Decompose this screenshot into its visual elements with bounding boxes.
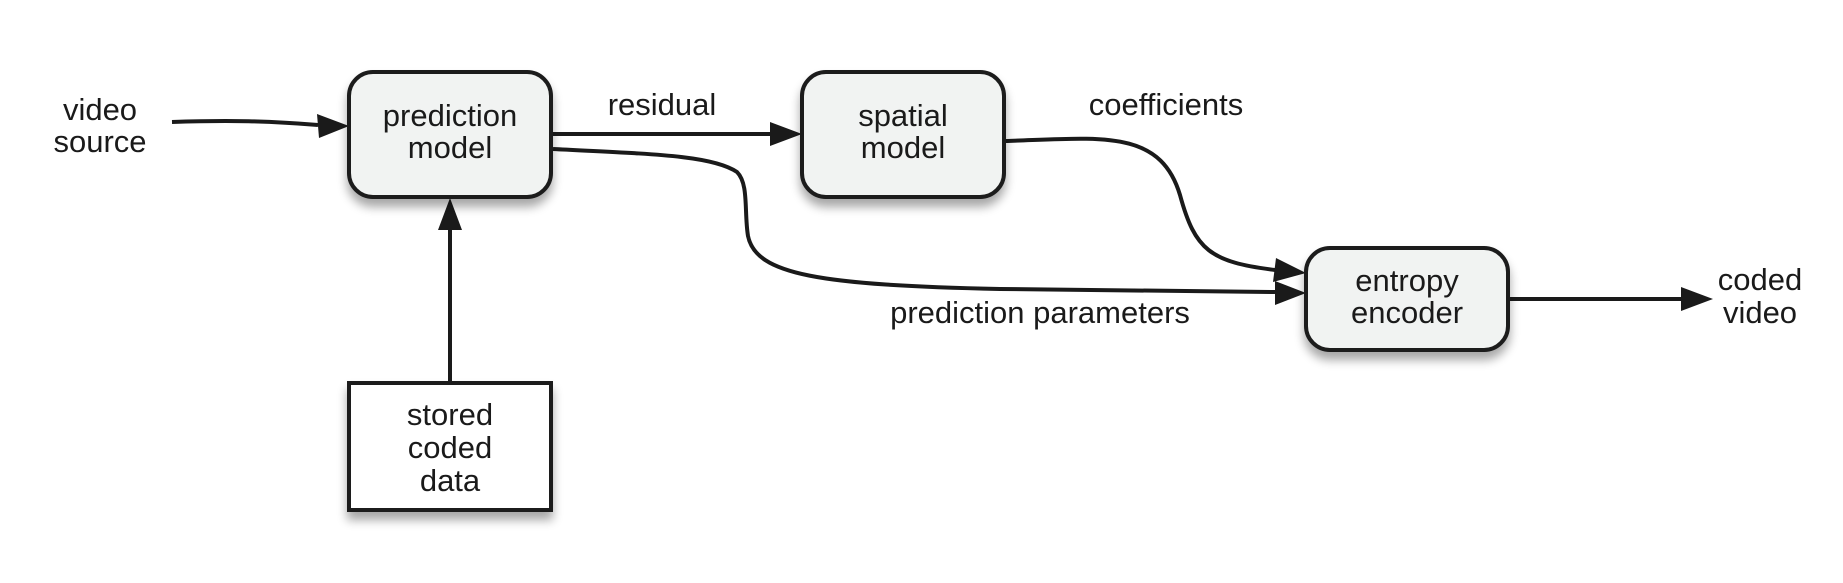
entropy-encoder-label-line2: encoder	[1351, 295, 1463, 330]
entropy-encoder-label-line1: entropy	[1355, 263, 1459, 298]
entropy-encoder-box	[1304, 246, 1510, 352]
arrowhead-coded-video-output	[1681, 287, 1713, 311]
spatial-model-label-line1: spatial	[858, 98, 948, 133]
edge-coefficients	[1004, 136, 1276, 272]
video-source-label-line2: source	[53, 124, 146, 159]
terminal-coded-video: coded video	[1718, 262, 1802, 330]
prediction-model-label-line1: prediction	[383, 98, 517, 133]
prediction-model-box	[347, 70, 553, 199]
stored-coded-data-box	[347, 381, 553, 512]
arrowhead-spatial-model-input	[770, 122, 802, 146]
arrowhead-entropy-encoder-input-top	[1273, 258, 1306, 282]
coded-video-label-line2: video	[1723, 295, 1797, 330]
spatial-model-label-line2: model	[861, 130, 945, 165]
edge-prediction-parameters	[552, 147, 1276, 294]
node-spatial-model: spatial model	[800, 70, 1006, 199]
node-prediction-model: prediction model	[347, 70, 553, 199]
edge-label-residual: residual	[608, 87, 717, 122]
prediction-model-label-line2: model	[408, 130, 492, 165]
node-stored-coded-data: stored coded data	[347, 381, 553, 512]
stored-coded-data-label-line3: data	[420, 463, 481, 498]
edge-video-source-to-prediction-model	[171, 119, 319, 127]
stored-coded-data-label-line1: stored	[407, 397, 493, 432]
edge-label-prediction-parameters: prediction parameters	[890, 295, 1190, 330]
stored-coded-data-label-line2: coded	[408, 430, 492, 465]
coded-video-label-line1: coded	[1718, 262, 1802, 297]
arrowhead-entropy-encoder-input-left	[1275, 281, 1306, 305]
arrowhead-prediction-model-input	[317, 114, 349, 138]
terminal-video-source: video source	[53, 92, 146, 159]
video-source-label-line1: video	[63, 92, 137, 127]
node-entropy-encoder: entropy encoder	[1304, 246, 1510, 352]
spatial-model-box	[800, 70, 1006, 199]
edge-label-coefficients: coefficients	[1089, 87, 1244, 122]
arrowhead-prediction-model-bottom	[438, 198, 462, 230]
